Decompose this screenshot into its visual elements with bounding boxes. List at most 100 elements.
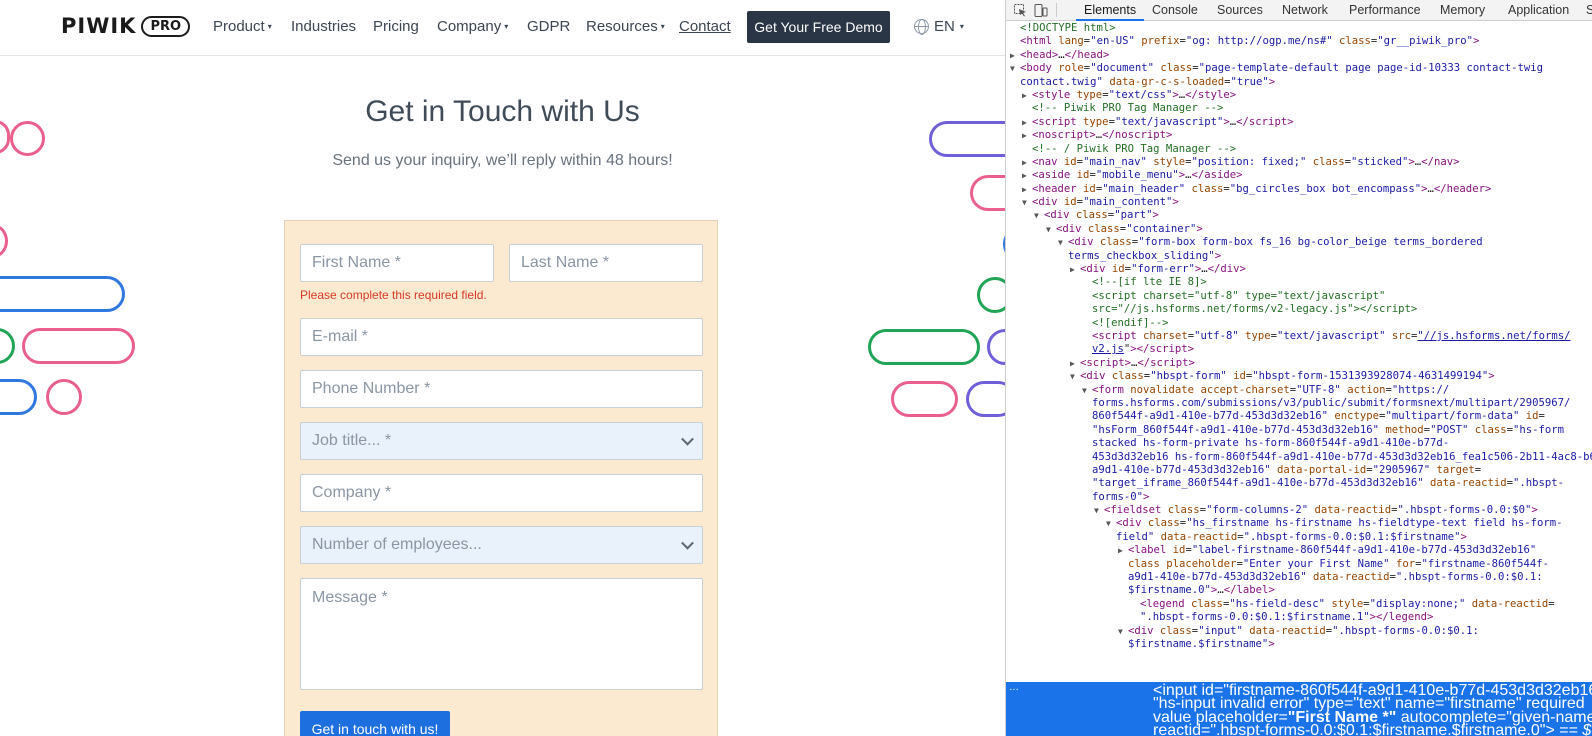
dom-tree-line[interactable]: ▶<script>…</script>	[1006, 357, 1592, 370]
job-title-select[interactable]: Job title... *	[300, 422, 703, 460]
dom-tree-line[interactable]: <!--[if lte IE 8]>	[1006, 276, 1592, 289]
dom-tree-line[interactable]: ▼<div class="form-box form-box fs_16 bg-…	[1006, 236, 1592, 249]
dom-tree-line[interactable]: ▶<script type="text/javascript">…</scrip…	[1006, 116, 1592, 129]
tab-console[interactable]: Console	[1152, 3, 1198, 17]
language-switcher[interactable]: EN▾	[914, 18, 964, 35]
last-name-field[interactable]: Last Name *	[509, 244, 703, 282]
phone-field[interactable]: Phone Number *	[300, 370, 703, 408]
nav-item-company[interactable]: Company▾	[437, 18, 508, 35]
dom-tree-line[interactable]: ▶<noscript>…</noscript>	[1006, 129, 1592, 142]
dom-tree-line[interactable]: field" data-reactid=".hbspt-forms-0.0:$0…	[1006, 531, 1592, 544]
selected-dom-node[interactable]: … <input id="firstname-860f544f-a9d1-410…	[1006, 682, 1592, 736]
dom-tree-line[interactable]: forms.hsforms.com/submissions/v3/public/…	[1006, 397, 1592, 410]
device-toolbar-icon[interactable]	[1034, 4, 1048, 17]
expand-triangle-icon[interactable]: ▶	[1022, 90, 1027, 100]
dom-tree-line[interactable]: 453d3d32eb16 hs-form-860f544f-a9d1-410e-…	[1006, 451, 1592, 464]
dom-tree-line[interactable]: v2.js"></script>	[1006, 343, 1592, 356]
collapse-triangle-icon[interactable]: ▼	[1082, 385, 1087, 395]
tab-sources[interactable]: Sources	[1217, 3, 1263, 17]
expand-triangle-icon[interactable]: ▶	[1118, 546, 1123, 556]
dom-tree-line[interactable]: contact.twig" data-gr-c-s-loaded="true">	[1006, 76, 1592, 89]
dom-tree-line[interactable]: class placeholder="Enter your First Name…	[1006, 558, 1592, 571]
nav-item-product[interactable]: Product▾	[213, 18, 272, 35]
piwik-pro-logo[interactable]: PIWIK PRO	[61, 14, 191, 38]
dom-tree-line[interactable]: src="//js.hsforms.net/forms/v2-legacy.js…	[1006, 303, 1592, 316]
dom-tree-line[interactable]: ▶<head>…</head>	[1006, 49, 1592, 62]
dom-tree-line[interactable]: ".hbspt-forms-0.0:$0.1:$firstname.1"></l…	[1006, 611, 1592, 624]
dom-tree-line[interactable]: a9d1-410e-b77d-453d3d32eb16" data-reacti…	[1006, 571, 1592, 584]
expand-triangle-icon[interactable]: ▶	[1010, 50, 1015, 60]
dom-tree-line[interactable]: <!-- Piwik PRO Tag Manager -->	[1006, 102, 1592, 115]
dom-tree-line[interactable]: ▶<div id="form-err">…</div>	[1006, 263, 1592, 276]
expand-triangle-icon[interactable]: ▶	[1070, 358, 1075, 368]
dom-tree-line[interactable]: $firstname.$firstname">	[1006, 638, 1592, 651]
dom-tree-line[interactable]: ▼<form novalidate accept-charset="UTF-8"…	[1006, 384, 1592, 397]
dom-tree-line[interactable]: ▶<label id="label-firstname-860f544f-a9d…	[1006, 544, 1592, 557]
nav-item-pricing[interactable]: Pricing	[373, 18, 419, 35]
dom-tree-line[interactable]: <!DOCTYPE html>	[1006, 22, 1592, 35]
tab-security[interactable]: Se	[1586, 3, 1592, 17]
tab-performance[interactable]: Performance	[1349, 3, 1421, 17]
submit-button[interactable]: Get in touch with us!	[300, 711, 450, 736]
collapse-triangle-icon[interactable]: ▼	[1034, 211, 1039, 221]
expand-triangle-icon[interactable]: ▶	[1022, 184, 1027, 194]
dom-tree-line[interactable]: <![endif]-->	[1006, 317, 1592, 330]
dom-tree-line[interactable]: ▼<body role="document" class="page-templ…	[1006, 62, 1592, 75]
collapse-triangle-icon[interactable]: ▼	[1010, 64, 1015, 74]
tab-memory[interactable]: Memory	[1440, 3, 1486, 17]
more-options-icon[interactable]: …	[1009, 682, 1019, 693]
tab-network[interactable]: Network	[1282, 3, 1328, 17]
dom-tree-line[interactable]: ▼<fieldset class="form-columns-2" data-r…	[1006, 504, 1592, 517]
dom-tree-line[interactable]: ▶<aside id="mobile_menu">…</aside>	[1006, 169, 1592, 182]
nav-item-resources[interactable]: Resources▾	[586, 18, 665, 35]
dom-tree-line[interactable]: $firstname.0">…</label>	[1006, 584, 1592, 597]
dom-tree-line[interactable]: ▼<div class="hs_firstname hs-firstname h…	[1006, 517, 1592, 530]
field-placeholder: Phone Number *	[312, 380, 431, 397]
dom-tree-line[interactable]: ▶<nav id="main_nav" style="position: fix…	[1006, 156, 1592, 169]
inspect-element-icon[interactable]	[1014, 4, 1028, 17]
dom-tree-line[interactable]: 860f544f-a9d1-410e-b77d-453d3d32eb16" en…	[1006, 410, 1592, 423]
collapse-triangle-icon[interactable]: ▼	[1118, 626, 1123, 636]
expand-triangle-icon[interactable]: ▶	[1022, 131, 1027, 141]
dom-tree-line[interactable]: ▶<header id="main_header" class="bg_circ…	[1006, 183, 1592, 196]
dom-tree-line[interactable]: <legend class="hs-field-desc" style="dis…	[1006, 598, 1592, 611]
dom-tree-line[interactable]: ▼<div class="part">	[1006, 209, 1592, 222]
dom-tree-line[interactable]: stacked hs-form-private hs-form-860f544f…	[1006, 437, 1592, 450]
dom-tree-line[interactable]: ▶<style type="text/css">…</style>	[1006, 89, 1592, 102]
expand-triangle-icon[interactable]: ▶	[1022, 117, 1027, 127]
dom-tree-line[interactable]: "hsForm_860f544f-a9d1-410e-b77d-453d3d32…	[1006, 424, 1592, 437]
collapse-triangle-icon[interactable]: ▼	[1058, 238, 1063, 248]
expand-triangle-icon[interactable]: ▶	[1022, 157, 1027, 167]
employees-select[interactable]: Number of employees...	[300, 526, 703, 564]
collapse-triangle-icon[interactable]: ▼	[1070, 372, 1075, 382]
tab-elements[interactable]: Elements	[1084, 3, 1137, 17]
nav-item-contact[interactable]: Contact	[679, 18, 731, 35]
dom-tree-line[interactable]: <script charset="utf-8" type="text/javas…	[1006, 290, 1592, 303]
dom-tree-line[interactable]: ▼<div class="container">	[1006, 223, 1592, 236]
dom-tree-line[interactable]: ▼<div class="hbspt-form" id="hbspt-form-…	[1006, 370, 1592, 383]
dom-tree-line[interactable]: <script charset="utf-8" type="text/javas…	[1006, 330, 1592, 343]
collapse-triangle-icon[interactable]: ▼	[1022, 198, 1027, 208]
expand-triangle-icon[interactable]: ▶	[1022, 171, 1027, 181]
dom-tree-line[interactable]: "target_iframe_860f544f-a9d1-410e-b77d-4…	[1006, 477, 1592, 490]
dom-tree-line[interactable]: ▼<div class="input" data-reactid=".hbspt…	[1006, 625, 1592, 638]
collapse-triangle-icon[interactable]: ▼	[1094, 506, 1099, 516]
dom-tree-line[interactable]: a9d1-410e-b77d-453d3d32eb16" data-portal…	[1006, 464, 1592, 477]
collapse-triangle-icon[interactable]: ▼	[1046, 224, 1051, 234]
collapse-triangle-icon[interactable]: ▼	[1106, 519, 1111, 529]
dom-tree-line[interactable]: ▼<div id="main_content">	[1006, 196, 1592, 209]
dom-tree-line[interactable]: <!-- / Piwik PRO Tag Manager -->	[1006, 143, 1592, 156]
nav-item-industries[interactable]: Industries	[291, 18, 356, 35]
message-textarea[interactable]: Message *	[300, 578, 703, 690]
dom-tree-line[interactable]: terms_checkbox_sliding">	[1006, 250, 1592, 263]
first-name-field[interactable]: First Name *	[300, 244, 494, 282]
expand-triangle-icon[interactable]: ▶	[1070, 265, 1075, 275]
tab-application[interactable]: Application	[1508, 3, 1570, 17]
nav-item-gdpr[interactable]: GDPR	[527, 18, 570, 35]
dom-tree-line[interactable]: forms-0">	[1006, 491, 1592, 504]
caret-down-icon: ▾	[660, 22, 665, 31]
free-demo-button[interactable]: Get Your Free Demo	[747, 11, 890, 43]
dom-tree-line[interactable]: <html lang="en-US" prefix="og: http://og…	[1006, 35, 1592, 48]
email-field[interactable]: E-mail *	[300, 318, 703, 356]
company-field[interactable]: Company *	[300, 474, 703, 512]
